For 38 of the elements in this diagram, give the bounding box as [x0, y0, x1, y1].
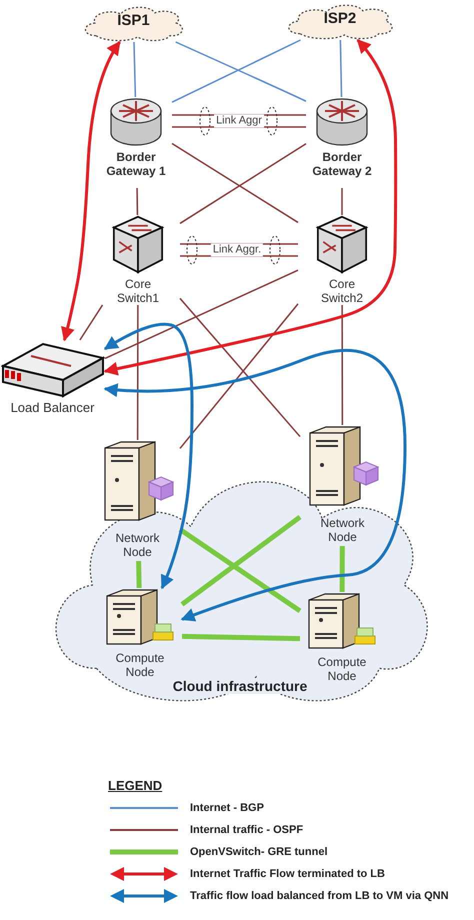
connector [341, 305, 344, 425]
connector [172, 126, 306, 128]
connector [180, 255, 298, 257]
arrow [104, 38, 398, 376]
arrow [60, 40, 121, 342]
device-label: Compute Node [316, 655, 368, 683]
device-label: Core Switch2 [320, 277, 364, 305]
edge-label: Link Aggr. [210, 244, 264, 256]
connector [340, 546, 345, 592]
connector [136, 188, 138, 216]
connector [180, 514, 302, 606]
device-label: Core Switch1 [116, 277, 160, 305]
connector [133, 42, 136, 98]
connector [104, 269, 298, 360]
connector [136, 305, 139, 440]
device-label: Border Gateway 1 [105, 150, 167, 178]
device-label: Compute Node [114, 651, 166, 679]
connector [136, 560, 142, 588]
device-label: Load Balancer [10, 401, 94, 415]
legend-text: Internet - BGP [190, 802, 264, 814]
legend-text: Traffic flow load balanced from LB to VM via QNN [190, 890, 449, 902]
cloud-label: ISP1 [117, 14, 150, 28]
legend-text: Internal traffic - OSPF [190, 824, 304, 836]
device-label: Network Node [319, 516, 366, 544]
connector [178, 527, 302, 614]
connector [341, 188, 343, 215]
connector [340, 40, 342, 98]
device-label: Network Node [114, 531, 160, 559]
legend-text: Internet Traffic Flow terminated to LB [190, 868, 385, 880]
cloud-label: ISP2 [324, 12, 356, 26]
legend-heading: LEGEND [108, 778, 162, 793]
arrow [104, 322, 194, 590]
arrow [104, 349, 406, 622]
connector [79, 304, 104, 340]
connector [182, 634, 300, 642]
edge-label: Link Aggr [214, 114, 264, 128]
device-label: Border Gateway 2 [311, 150, 373, 178]
legend-text: OpenVSwitch- GRE tunnel [190, 846, 328, 858]
